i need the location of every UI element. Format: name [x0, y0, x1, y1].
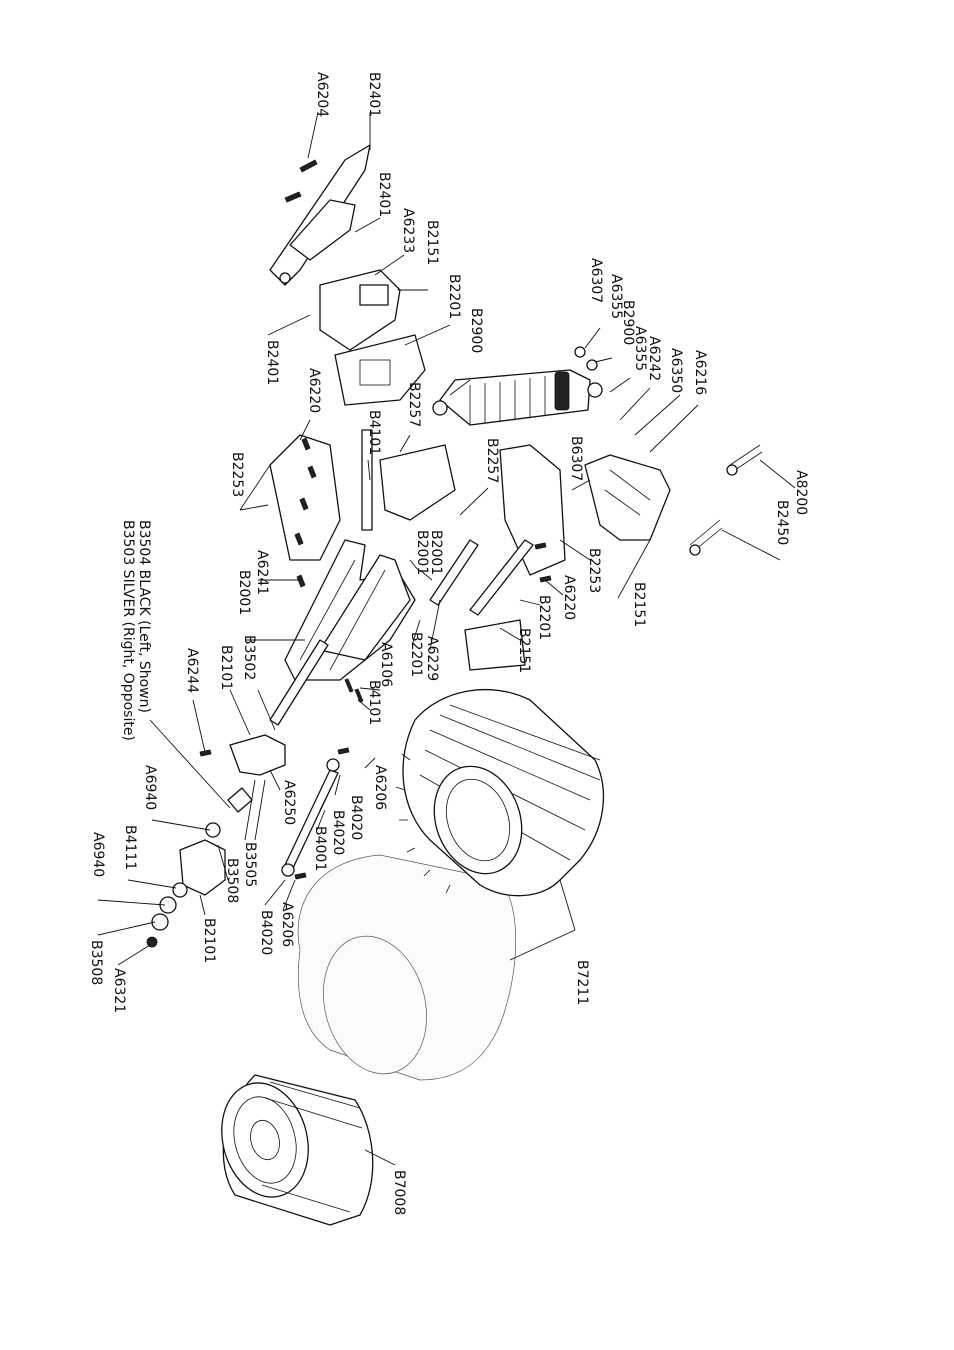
- label-b4020-c: B4020: [258, 910, 274, 955]
- label-b2001-b: B2001: [428, 530, 444, 575]
- label-a6350: A6350: [668, 348, 684, 393]
- leader-lines: [97, 111, 796, 1166]
- label-a6220-top: A6220: [306, 368, 322, 413]
- label-b2101-top: B2101: [218, 645, 234, 690]
- label-b4020-a: B4020: [348, 795, 364, 840]
- label-a6242: A6242: [646, 336, 662, 381]
- screws-part: [199, 437, 552, 880]
- label-b2151-mid: B2151: [516, 628, 532, 673]
- hitch-pins-part: [689, 444, 763, 556]
- label-b2450: B2450: [774, 500, 790, 545]
- label-a6206-top: A6206: [372, 765, 388, 810]
- label-a6244: A6244: [184, 648, 200, 693]
- label-a6355-a: A6355: [608, 274, 624, 319]
- label-b2101-bot: B2101: [201, 918, 217, 963]
- label-a6241: A6241: [254, 550, 270, 595]
- label-b4001: B4001: [312, 826, 328, 871]
- label-a6355-b: A6355: [632, 326, 648, 371]
- hub-carrier-part: [179, 734, 286, 896]
- label-b2001-left: B2001: [236, 570, 252, 615]
- label-a6220-right: A6220: [561, 575, 577, 620]
- link-rods-part: [361, 429, 534, 671]
- label-b2257-top: B2257: [406, 382, 422, 427]
- label-a6940-a: A6940: [142, 765, 158, 810]
- label-b2151-top: B2151: [424, 220, 440, 265]
- shock-tower-part: [584, 454, 671, 541]
- label-b3502: B3502: [241, 635, 257, 680]
- label-b2900-top: B2900: [468, 308, 484, 353]
- label-b3503: B3503 SILVER (Right, Opposite): [120, 520, 136, 741]
- label-b4101-bot: B4101: [366, 680, 382, 725]
- label-a6229: A6229: [424, 636, 440, 681]
- label-a6106: A6106: [378, 642, 394, 687]
- label-b2900-b: B2900: [620, 300, 636, 345]
- label-a8200: A8200: [793, 470, 809, 515]
- hanger-bracket-part: [269, 434, 566, 576]
- label-b7008: B7008: [391, 1170, 407, 1215]
- label-b2201-mid: B2201: [408, 632, 424, 677]
- turnbuckle-part: [281, 758, 340, 877]
- shock-absorber-part: [432, 369, 603, 426]
- tire-insert-part: [297, 854, 516, 1081]
- bearings-nuts-part: [146, 346, 598, 948]
- label-a6940-b: A6940: [90, 832, 106, 877]
- label-b2401-top: B2401: [366, 72, 382, 117]
- label-b2001-a: B2001: [414, 530, 430, 575]
- label-b3505: B3505: [242, 842, 258, 887]
- label-b2401-mid: B2401: [376, 172, 392, 217]
- label-b2201-top: B2201: [446, 274, 462, 319]
- label-b3508-b: B3508: [88, 940, 104, 985]
- label-b2151-right: B2151: [631, 582, 647, 627]
- driveshaft-part: [227, 639, 329, 813]
- label-a6204: A6204: [314, 72, 330, 117]
- bulkhead-part: [319, 269, 426, 406]
- label-a6206-bot: A6206: [279, 902, 295, 947]
- label-a6250: A6250: [281, 780, 297, 825]
- label-a6216: A6216: [692, 350, 708, 395]
- label-b2253-left: B2253: [229, 452, 245, 497]
- label-a6321: A6321: [111, 968, 127, 1013]
- label-b3504: B3504 BLACK (Left, Shown): [136, 520, 152, 713]
- label-a6233: A6233: [400, 208, 416, 253]
- label-b4020-b: B4020: [330, 810, 346, 855]
- label-b3508-a: B3508: [224, 858, 240, 903]
- label-b6307: B6307: [568, 436, 584, 481]
- wheel-part: [221, 1074, 374, 1226]
- label-b2257-mid: B2257: [484, 438, 500, 483]
- part-labels: A6204 B2401 B2401 A6233 B2151 B2201 B240…: [88, 72, 809, 1215]
- label-b2201-right: B2201: [536, 595, 552, 640]
- label-b4111: B4111: [122, 825, 138, 870]
- upper-arm-part: [269, 144, 371, 286]
- label-b4101-top: B4101: [366, 410, 382, 455]
- label-a6307: A6307: [588, 258, 604, 303]
- tire-part: [395, 688, 605, 897]
- label-b7211: B7211: [574, 960, 590, 1005]
- label-b2253-right: B2253: [586, 548, 602, 593]
- label-b2401-bot: B2401: [264, 340, 280, 385]
- lower-arm-part: [284, 539, 416, 681]
